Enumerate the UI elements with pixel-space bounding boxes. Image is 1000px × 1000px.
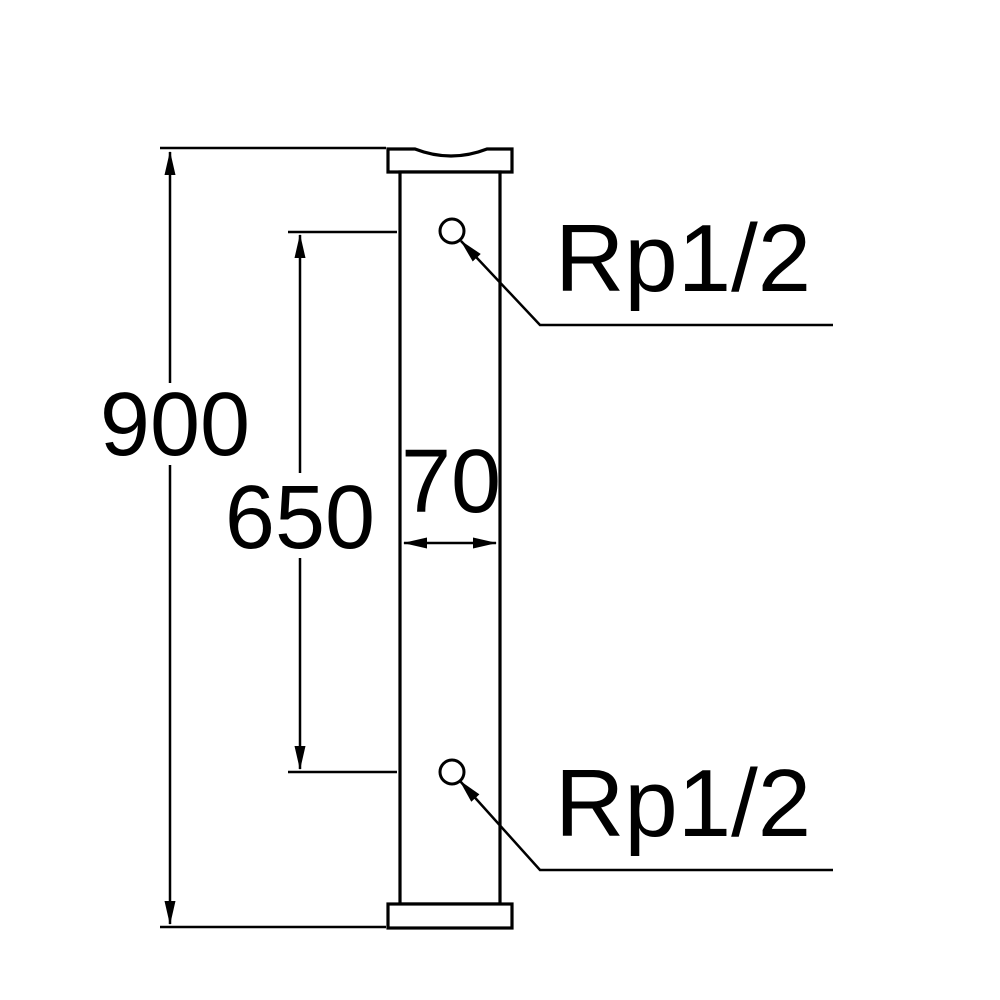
body-width-label: 70 [401, 432, 501, 532]
top-port-label: Rp1/2 [555, 205, 811, 312]
top-port-leader-line [460, 240, 833, 327]
bottom-port-label: Rp1/2 [555, 750, 811, 857]
bottom-port-hole [438, 758, 466, 786]
bottom-port-leader-line [459, 780, 833, 872]
column-body [398, 170, 502, 906]
overall-height-label: 900 [100, 375, 250, 475]
column-top-cap [386, 147, 514, 174]
port-spacing-label: 650 [225, 468, 375, 568]
column-bottom-cap [386, 902, 514, 930]
top-port-hole [438, 217, 466, 245]
